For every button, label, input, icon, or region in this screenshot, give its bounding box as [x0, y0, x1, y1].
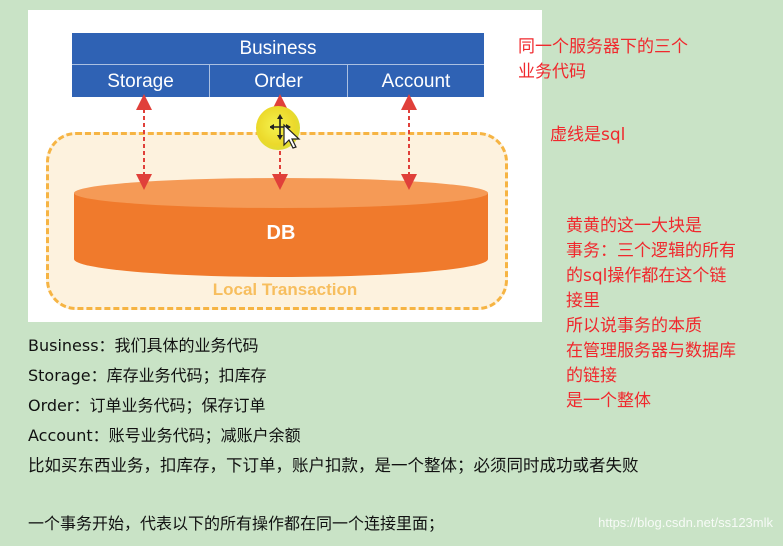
business-label: Business [239, 38, 317, 59]
desc-example: 比如买东西业务，扣库存，下订单，账户扣款，是一个整体；必须同时成功或者失败 [28, 456, 639, 475]
local-transaction-label: Local Transaction [212, 280, 358, 299]
note-line: 所以说事务的本质 [566, 316, 702, 336]
business-divider [72, 64, 484, 65]
storage-label: Storage [107, 71, 174, 92]
watermark: https://blog.csdn.net/ss123mlk [598, 515, 773, 530]
cell-separator [209, 65, 210, 97]
db-label: DB [266, 222, 296, 244]
note-line: 接里 [566, 291, 600, 311]
sql-arrows [136, 94, 417, 190]
desc-storage: Storage：库存业务代码；扣库存 [28, 366, 267, 385]
note-dashed-sql: 虚线是sql [550, 123, 625, 148]
desc-business: Business：我们具体的业务代码 [28, 336, 259, 355]
note-line: 黄黄的这一大块是 [566, 216, 702, 236]
note-line: 的链接 [566, 366, 617, 386]
diagram-panel: Business Storage Order Account Local Tra… [28, 10, 542, 322]
desc-account: Account：账号业务代码；减账户余额 [28, 426, 301, 445]
note-line: 的sql操作都在这个链 [566, 266, 727, 286]
order-label: Order [254, 71, 303, 92]
business-box: Business Storage Order Account [72, 33, 484, 97]
note-same-server: 同一个服务器下的三个 业务代码 [518, 35, 688, 85]
note-line: 同一个服务器下的三个 [518, 37, 688, 57]
note-line: 事务：三个逻辑的所有 [566, 241, 736, 261]
note-line: 是一个整体 [566, 391, 651, 411]
note-transaction: 黄黄的这一大块是 事务：三个逻辑的所有 的sql操作都在这个链 接里 所以说事务… [566, 214, 736, 436]
account-label: Account [381, 71, 451, 92]
desc-order: Order：订单业务代码；保存订单 [28, 396, 266, 415]
note-line: 在管理服务器与数据库 [566, 341, 736, 361]
note-line: 虚线是sql [550, 125, 626, 145]
note-line: 业务代码 [518, 62, 586, 82]
move-cursor-icon [270, 114, 301, 149]
desc-transaction-start: 一个事务开始，代表以下的所有操作都在同一个连接里面； [28, 514, 445, 533]
cell-separator [347, 65, 348, 97]
